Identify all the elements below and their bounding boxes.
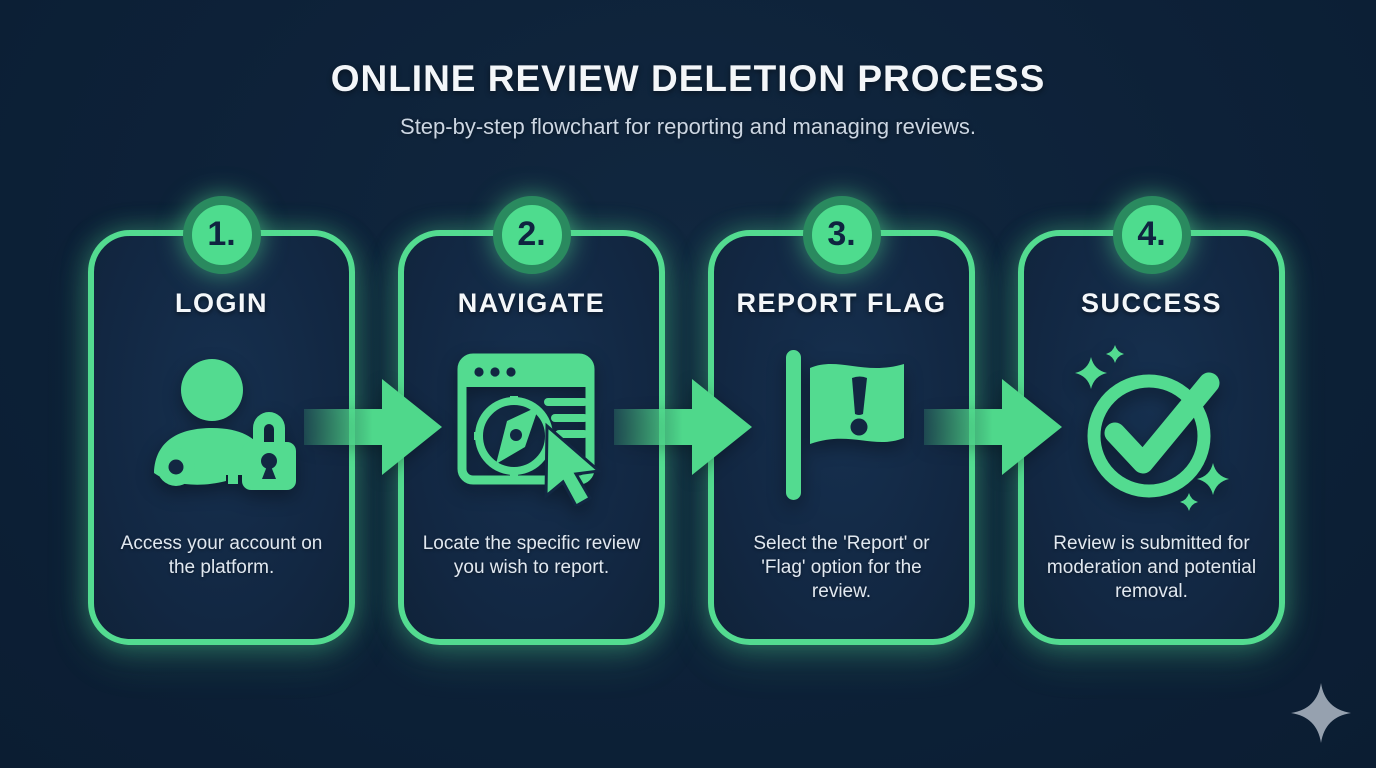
report-flag-icon (714, 340, 969, 512)
arrow-right-icon (614, 379, 752, 475)
step-card-success: 4. SUCCESS Review is submitted for moder… (1018, 196, 1285, 645)
step-description: Access your account on the platform. (120, 533, 323, 578)
step-number-badge: 3. (802, 196, 881, 274)
step-description: Review is submitted for moderation and p… (1046, 533, 1257, 602)
step-description: Locate the specific review you wish to r… (422, 533, 641, 578)
step-number: 3. (827, 215, 856, 253)
step-number-badge: 2. (492, 196, 571, 274)
sparkle-logo (1291, 683, 1351, 743)
step-card-navigate: 2. NAVIGATE (398, 196, 665, 645)
user-key-lock-icon (94, 340, 349, 512)
browser-compass-cursor-icon (404, 340, 659, 512)
step-title: LOGIN (175, 288, 268, 318)
arrow-right-icon (924, 379, 1062, 475)
step-number-badge: 1. (182, 196, 261, 274)
success-check-sparkles-icon (1024, 340, 1279, 512)
page-subtitle: Step-by-step flowchart for reporting and… (400, 114, 976, 139)
step-title: NAVIGATE (457, 288, 606, 318)
step-number: 4. (1137, 215, 1166, 253)
header: ONLINE REVIEW DELETION PROCESS Step-by-s… (0, 58, 1376, 140)
arrow-right-icon (304, 379, 442, 475)
step-title: REPORT FLAG (736, 288, 947, 318)
page-title: ONLINE REVIEW DELETION PROCESS (330, 58, 1046, 99)
step-title: SUCCESS (1080, 288, 1223, 318)
step-number: 2. (517, 215, 546, 253)
step-number-badge: 4. (1112, 196, 1191, 274)
step-description: Select the 'Report' or 'Flag' option for… (753, 533, 930, 602)
step-number: 1. (207, 215, 236, 253)
